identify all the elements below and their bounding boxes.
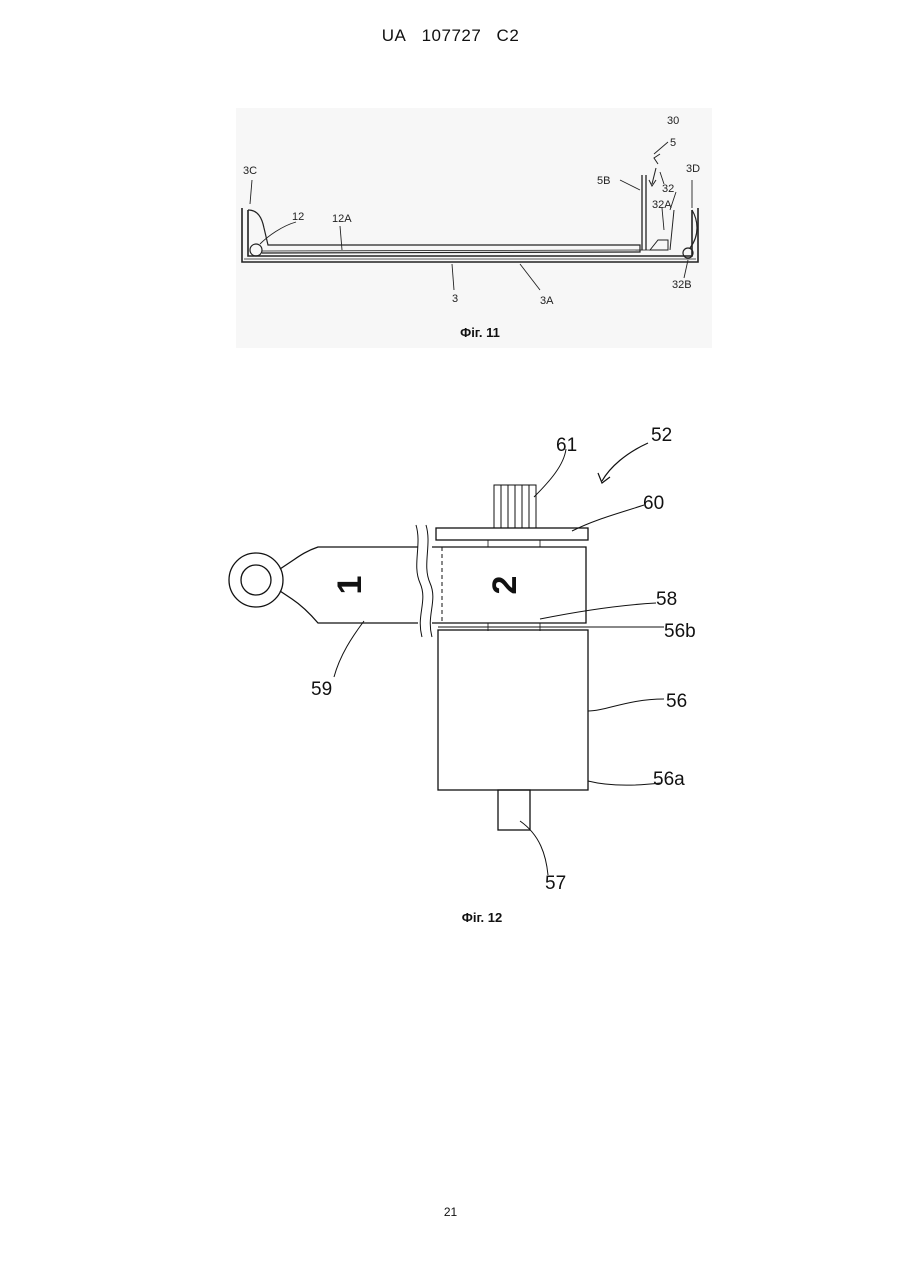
segment-mark-2: 2	[486, 576, 524, 595]
eyelet-hole	[241, 565, 271, 595]
arrow-52	[602, 443, 648, 481]
tag-body-bottom	[280, 591, 418, 623]
label-5b: 5B	[597, 175, 610, 187]
figure-11-drawing: 30 5 3C 3D 5B 32 32A 12 12A 3 3A 32B	[0, 100, 901, 430]
label-52: 52	[651, 425, 672, 446]
block-56	[438, 630, 588, 790]
label-56a: 56a	[653, 769, 685, 790]
figure-11-caption: Фіг. 11	[380, 325, 580, 340]
patent-header: UA 107727 C2	[0, 26, 901, 46]
label-3: 3	[452, 293, 458, 305]
segment-mark-1: 1	[331, 576, 369, 595]
label-3c: 3C	[243, 165, 257, 177]
figure-12-caption: Фіг. 12	[382, 910, 582, 925]
page-number: 21	[0, 1205, 901, 1219]
figure-12-drawing: 52 61 60 58 56b 56 56a 59 57 1 2	[0, 415, 901, 915]
scan-background	[236, 108, 712, 348]
stack-61	[494, 485, 536, 528]
eyelet-ring	[229, 553, 283, 607]
break-mark-left	[416, 525, 423, 637]
label-56: 56	[666, 691, 687, 712]
break-mark-right	[426, 525, 433, 637]
label-3d: 3D	[686, 163, 700, 175]
label-32: 32	[662, 183, 674, 195]
label-59: 59	[311, 679, 332, 700]
label-57: 57	[545, 873, 566, 894]
label-32a: 32A	[652, 199, 672, 211]
plate-60	[436, 528, 588, 540]
label-3a: 3A	[540, 295, 554, 307]
label-61: 61	[556, 435, 577, 456]
label-30: 30	[667, 115, 679, 127]
header-country: UA	[382, 26, 407, 46]
label-5: 5	[670, 137, 676, 149]
label-56b: 56b	[664, 621, 696, 642]
label-12a: 12A	[332, 213, 352, 225]
fig12-leaders	[334, 449, 664, 875]
label-60: 60	[643, 493, 664, 514]
label-12: 12	[292, 211, 304, 223]
header-number: 107727	[422, 26, 482, 46]
shaft-57	[498, 790, 530, 830]
label-58: 58	[656, 589, 677, 610]
tag-body-top	[280, 547, 418, 569]
header-kind: C2	[497, 26, 520, 46]
label-32b: 32B	[672, 279, 692, 291]
